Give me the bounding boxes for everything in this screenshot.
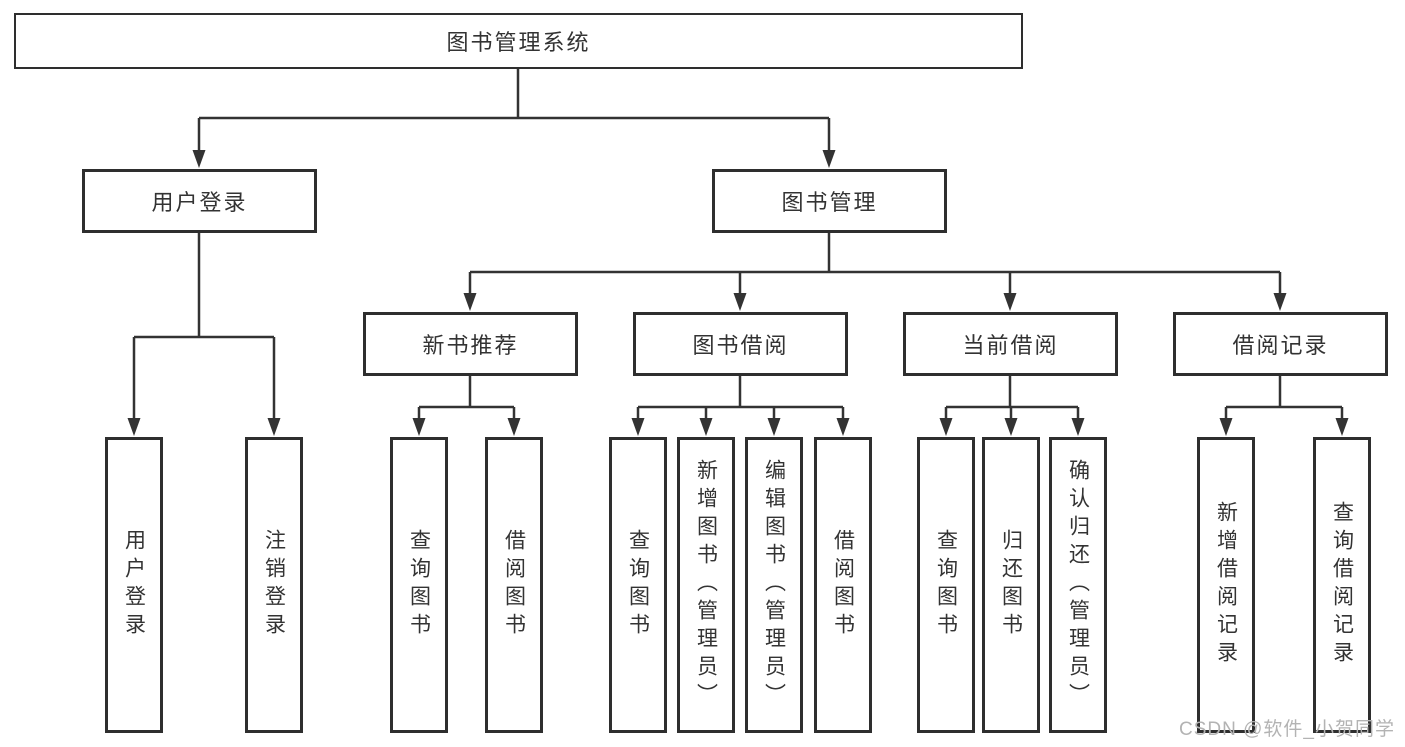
connector-user-login-to-leaves	[127, 233, 281, 436]
node-root-system: 图书管理系统	[14, 13, 1023, 69]
leaf-borrow-query-book: 查询图书	[609, 437, 667, 733]
leaf-borrow-add-book-admin: 新增图书（管理员）	[677, 437, 735, 733]
connector-new-book-to-leaves	[412, 376, 521, 436]
connector-book-borrow-to-leaves	[631, 376, 850, 436]
leaf-recommend-borrow-book: 借阅图书	[485, 437, 543, 733]
leaf-logout-login: 注销登录	[245, 437, 303, 733]
leaf-records-add-record: 新增借阅记录	[1197, 437, 1255, 733]
leaf-current-confirm-return-admin: 确认归还（管理员）	[1049, 437, 1107, 733]
connector-borrow-records-to-leaves	[1219, 376, 1349, 436]
leaf-borrow-edit-book-admin: 编辑图书（管理员）	[745, 437, 803, 733]
leaf-current-query-book: 查询图书	[917, 437, 975, 733]
node-current-borrow: 当前借阅	[903, 312, 1118, 376]
node-borrow-records: 借阅记录	[1173, 312, 1388, 376]
node-user-login: 用户登录	[82, 169, 317, 233]
watermark: CSDN @软件_小贺同学	[1179, 719, 1395, 740]
leaf-records-query-record: 查询借阅记录	[1313, 437, 1371, 733]
node-new-book-recommend: 新书推荐	[363, 312, 578, 376]
node-book-management: 图书管理	[712, 169, 947, 233]
connector-root-to-level2	[192, 69, 836, 168]
leaf-recommend-query-book: 查询图书	[390, 437, 448, 733]
connector-book-management-to-level3	[463, 233, 1287, 311]
leaf-user-login: 用户登录	[105, 437, 163, 733]
node-book-borrow: 图书借阅	[633, 312, 848, 376]
leaf-current-return-book: 归还图书	[982, 437, 1040, 733]
connector-current-borrow-to-leaves	[939, 376, 1085, 436]
leaf-borrow-borrow-book: 借阅图书	[814, 437, 872, 733]
